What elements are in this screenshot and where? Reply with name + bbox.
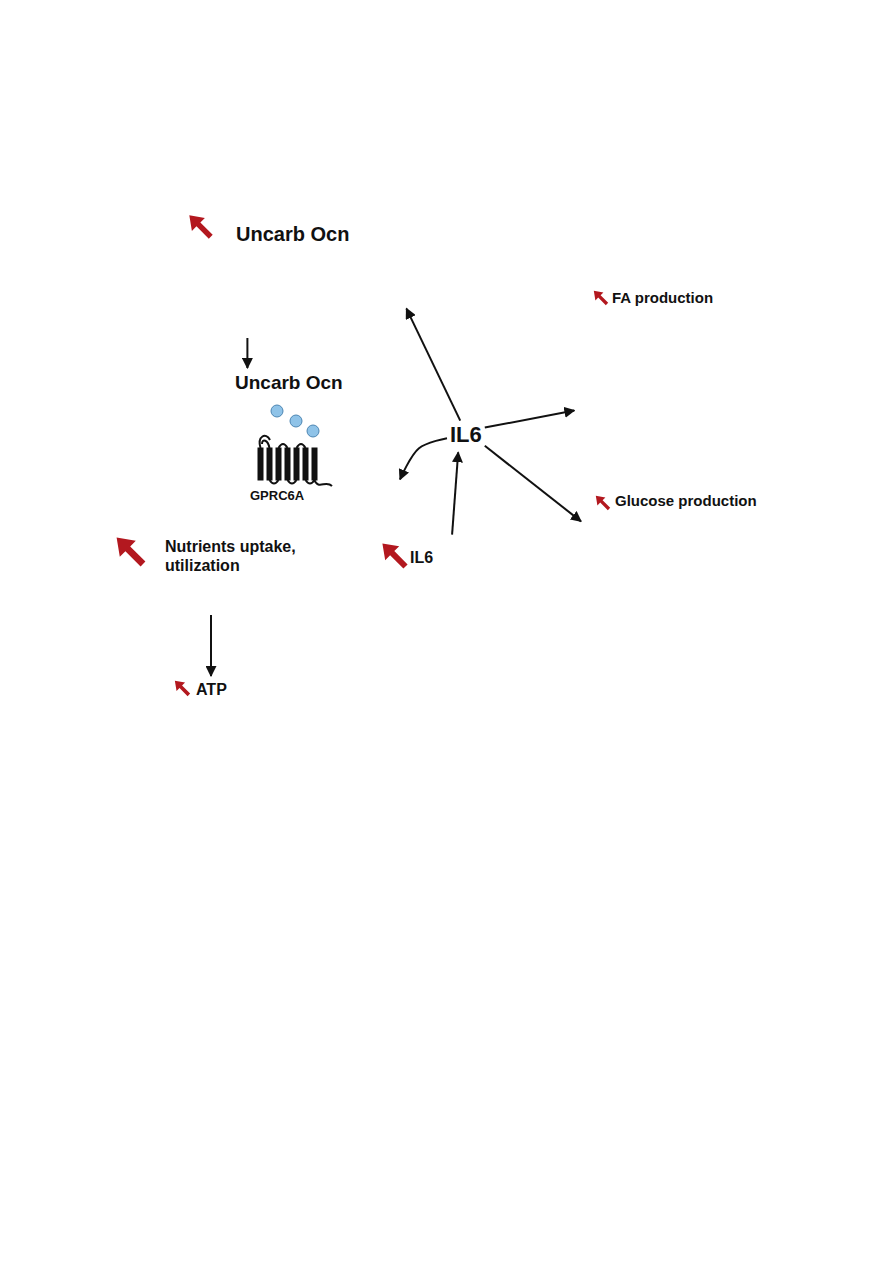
- cell-nucleus: [616, 362, 621, 367]
- bone-path: [195, 283, 403, 326]
- cell-nucleus: [671, 345, 676, 350]
- fat-outline: [590, 325, 720, 450]
- increase-arrow: [594, 291, 608, 305]
- bone-outline: [188, 272, 408, 338]
- ligand-dot: [290, 415, 302, 427]
- fat-cell: [640, 375, 676, 411]
- arrow-connector: [406, 309, 460, 421]
- ligand-dot: [307, 425, 319, 437]
- arrow-connector: [246, 338, 248, 368]
- muscle-path: [90, 433, 503, 640]
- fat-cell: [672, 399, 716, 443]
- arrow-connector: [400, 438, 447, 479]
- tissue-heading: FA production: [612, 289, 713, 307]
- hormone-node: Uncarb Ocn: [232, 370, 346, 397]
- process-text: Nutrients uptake, utilization: [165, 537, 315, 575]
- cytokine-label: IL6: [410, 548, 433, 567]
- arrow-connector: [485, 411, 574, 428]
- fat-cell: [610, 357, 646, 393]
- arrow-connector: [452, 452, 458, 534]
- liver-outline: [592, 530, 762, 655]
- increase-arrow: [117, 538, 146, 567]
- output-node: ATP: [193, 678, 230, 701]
- arrow-connector: [210, 615, 212, 676]
- cytokine-label: IL6: [450, 422, 482, 448]
- fat-cell: [691, 384, 713, 406]
- fat-cell: [660, 335, 720, 395]
- cell-nucleus: [646, 380, 651, 385]
- bone-heading: Uncarb Ocn: [236, 222, 349, 246]
- liver-shape: Glucose production: [592, 530, 762, 655]
- receptor-symbol: [258, 436, 332, 486]
- adipose-shape: FA production: [590, 325, 720, 450]
- receptor-label: GPRC6A: [250, 488, 304, 504]
- tissue-heading: Glucose production: [615, 492, 757, 510]
- increase-arrow: [189, 215, 212, 238]
- arrow-connector: [485, 446, 581, 522]
- cell-nucleus: [606, 400, 611, 405]
- output-label: ATP: [196, 680, 227, 699]
- cytokine-node: IL6: [447, 420, 485, 450]
- cell-nucleus: [679, 405, 684, 410]
- ligand-dot: [271, 405, 283, 417]
- increase-arrow: [175, 681, 190, 696]
- hormone-label: Uncarb Ocn: [235, 372, 343, 395]
- bone-shape: Uncarb Ocn: [188, 272, 408, 338]
- liver-path: [595, 534, 758, 653]
- increase-arrow: [596, 496, 610, 510]
- fat-cell: [632, 403, 676, 447]
- fat-cell: [600, 395, 636, 431]
- increase-arrow: [382, 543, 407, 568]
